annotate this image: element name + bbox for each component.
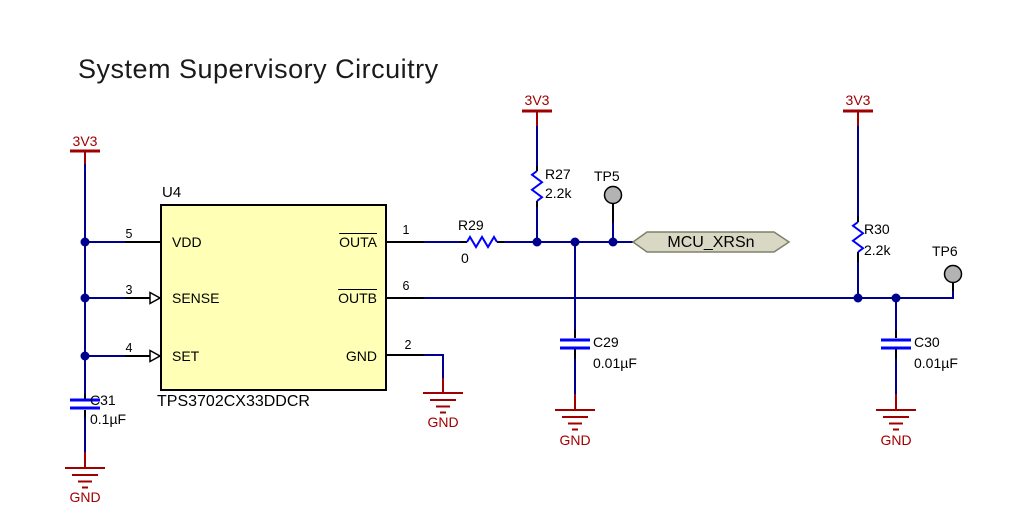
capacitor-c30-symbol[interactable] xyxy=(881,338,911,350)
component-leads xyxy=(84,166,954,418)
ground-symbol-pin2 xyxy=(423,392,463,414)
capacitor-c31-value: 0.1µF xyxy=(90,411,127,427)
capacitor-c31-refdes: C31 xyxy=(90,392,116,408)
capacitor-c30-value: 0.01µF xyxy=(914,355,958,371)
wire-pin2-gnd xyxy=(424,354,444,378)
pin-number-4: 4 xyxy=(125,341,133,355)
resistor-r30-refdes: R30 xyxy=(864,221,890,237)
pin-number-1: 1 xyxy=(402,223,410,237)
ic-pin-leads xyxy=(125,241,424,357)
power-label-3v3-right: 3V3 xyxy=(845,92,871,108)
ground-label-pin2: GND xyxy=(427,414,459,430)
resistor-r30-symbol[interactable] xyxy=(851,221,865,253)
ground-label-c31: GND xyxy=(69,489,101,505)
capacitor-c29-symbol[interactable] xyxy=(560,338,590,350)
input-arrow-sense-icon xyxy=(149,291,162,305)
pin-name-sense: SENSE xyxy=(172,290,220,306)
net-tag-shape[interactable] xyxy=(631,231,791,253)
pin-name-gnd: GND xyxy=(345,348,377,364)
pin-name-vdd: VDD xyxy=(172,234,202,250)
power-label-3v3-left: 3V3 xyxy=(72,133,98,149)
ic-part-number: TPS3702CX33DDCR xyxy=(157,393,310,410)
testpoint-tp6-pad[interactable] xyxy=(943,264,963,284)
ic-refdes: U4 xyxy=(162,184,182,201)
pin-name-set: SET xyxy=(172,348,200,364)
power-bar-3v3-symbols xyxy=(70,109,873,153)
capacitor-c30-refdes: C30 xyxy=(914,334,940,350)
junction-dots xyxy=(80,237,901,361)
ground-symbol-c29 xyxy=(555,409,595,431)
resistor-r27-value: 2.2k xyxy=(545,185,572,201)
resistor-r30-value: 2.2k xyxy=(864,242,891,258)
ground-symbol-c30 xyxy=(876,409,916,431)
pin-number-2: 2 xyxy=(404,338,412,352)
capacitor-c29-value: 0.01µF xyxy=(593,355,637,371)
testpoint-tp5-pad[interactable] xyxy=(603,185,623,205)
pin-number-6: 6 xyxy=(402,279,410,293)
wire-left-rail xyxy=(84,164,125,394)
net-tag-label: MCU_XRSn xyxy=(667,234,755,251)
ic-body[interactable] xyxy=(160,204,387,391)
testpoint-tp6-label: TP6 xyxy=(932,243,958,259)
pin-name-outb: OUTB xyxy=(338,290,377,306)
resistor-r29-symbol[interactable] xyxy=(466,235,498,249)
power-label-3v3-mid: 3V3 xyxy=(524,92,550,108)
testpoint-tp5-label: TP5 xyxy=(594,168,620,184)
resistor-r29-refdes: R29 xyxy=(458,217,484,233)
capacitor-c31-symbol[interactable] xyxy=(70,398,100,410)
ground-label-c29: GND xyxy=(559,432,591,448)
page-title: System Supervisory Circuitry xyxy=(78,54,439,84)
resistor-r27-symbol[interactable] xyxy=(530,170,544,202)
power-stub-lines xyxy=(84,112,897,468)
pin-number-5: 5 xyxy=(125,227,133,241)
ground-symbol-c31 xyxy=(65,467,105,489)
capacitor-c29-refdes: C29 xyxy=(593,334,619,350)
pin-name-outa: OUTA xyxy=(339,234,377,250)
input-arrow-set-icon xyxy=(149,349,162,363)
resistor-r29-value: 0 xyxy=(461,250,469,266)
pin-number-3: 3 xyxy=(125,283,133,297)
ground-label-c30: GND xyxy=(880,432,912,448)
wire-outb-net xyxy=(424,291,954,299)
resistor-r27-refdes: R27 xyxy=(545,166,571,182)
